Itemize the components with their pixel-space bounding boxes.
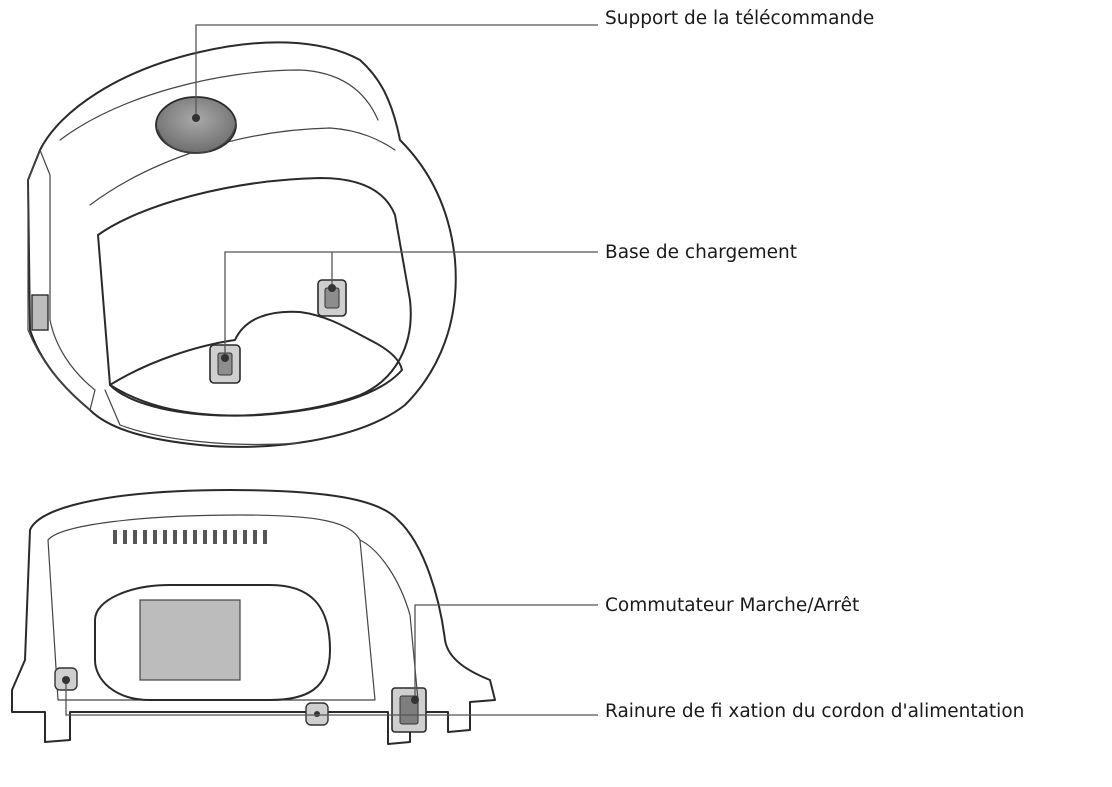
station-floor-cutout bbox=[109, 310, 403, 417]
label-charging-base: Base de chargement bbox=[605, 242, 797, 263]
label-power-switch: Commutateur Marche/Arrêt bbox=[605, 595, 860, 616]
label-cord-groove: Rainure de fi xation du cordon d'aliment… bbox=[605, 701, 1025, 722]
leader-cord-groove bbox=[65, 680, 598, 716]
station-top-ridge bbox=[59, 69, 379, 141]
station-left-wall bbox=[27, 149, 96, 411]
cord-spool bbox=[94, 584, 331, 701]
spool-label-area bbox=[139, 599, 241, 681]
station-inner-face bbox=[97, 177, 412, 417]
label-remote-holder: Support de la télécommande bbox=[605, 8, 875, 29]
station-body-outline bbox=[27, 41, 457, 448]
charging-station-front-view bbox=[27, 41, 457, 448]
station-back-outline bbox=[11, 489, 496, 745]
station-back-recess bbox=[47, 514, 376, 701]
charging-station-back-view bbox=[11, 489, 496, 745]
leader-power-switch bbox=[414, 604, 598, 700]
leader-remote-holder bbox=[195, 24, 598, 118]
station-side-slot bbox=[31, 294, 49, 331]
leader-lines bbox=[62, 24, 598, 716]
leader-charging-base bbox=[224, 251, 598, 358]
power-switch bbox=[391, 687, 427, 733]
vent-slots bbox=[113, 530, 267, 544]
